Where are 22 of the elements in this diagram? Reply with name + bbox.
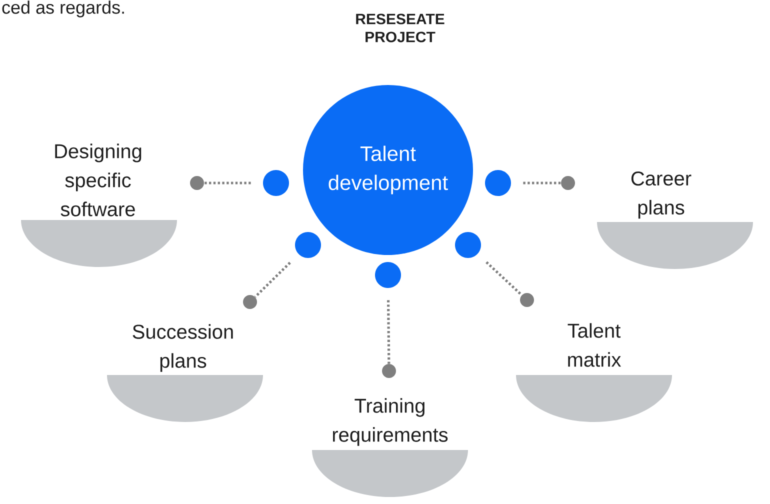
topic-label: Career plans [597,171,753,269]
dotted-connector [523,182,561,184]
connector-dot [295,232,321,258]
topic-label: Succession plans [107,324,263,422]
dotted-connector [386,300,390,364]
end-dot [382,364,396,378]
connector-dot [375,262,401,288]
connector-dot [455,232,481,258]
title: RESESEATE PROJECT [356,14,444,42]
end-dot [561,176,575,190]
end-dot [243,295,257,309]
dotted-connector [486,261,523,296]
connector-dot [485,170,511,196]
end-dot [190,176,204,190]
topic-label: Talent matrix [516,323,672,422]
dotted-connector [204,182,251,184]
end-dot [520,293,534,307]
note-text: ced as regards. [2,0,124,18]
dotted-connector [254,262,291,298]
topic-label: Designing specific software [21,144,177,267]
connector-dot [263,170,289,196]
topic-label: Training requirements [312,398,468,497]
